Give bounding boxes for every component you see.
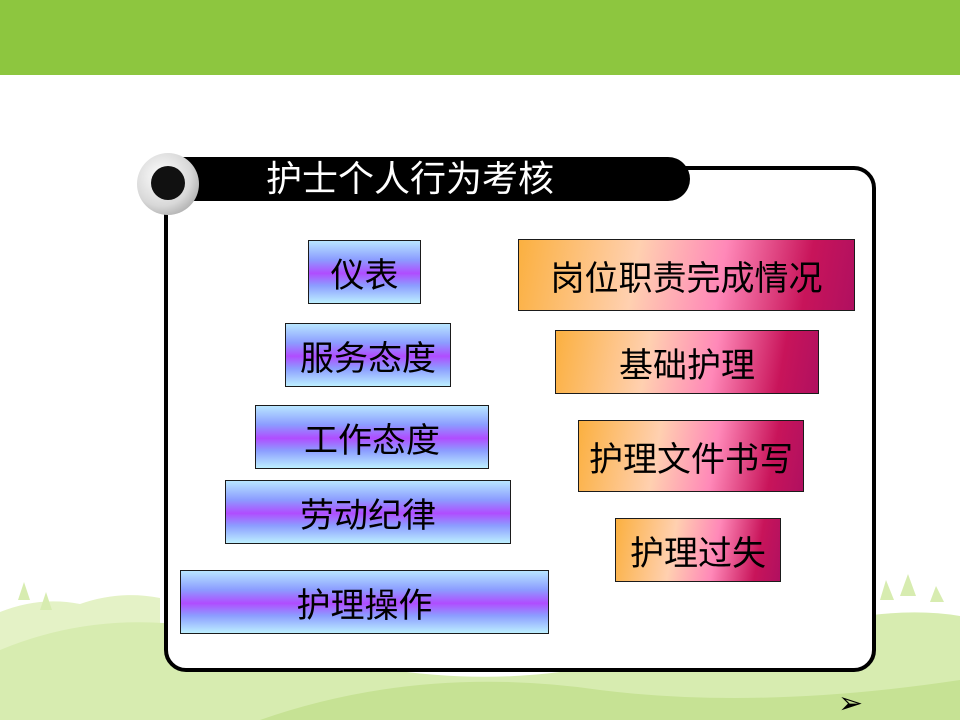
next-arrow-icon[interactable]: ➢	[838, 686, 864, 721]
item-nursing-documents: 护理文件书写	[578, 420, 804, 492]
title-bullet-center	[151, 166, 185, 200]
item-work-attitude: 工作态度	[255, 405, 489, 469]
title-bar	[160, 157, 690, 201]
item-nursing-errors: 护理过失	[615, 518, 781, 582]
item-appearance: 仪表	[308, 240, 421, 304]
item-nursing-operation: 护理操作	[180, 570, 549, 634]
top-green-band	[0, 0, 960, 75]
item-basic-nursing: 基础护理	[555, 330, 819, 394]
item-service-attitude: 服务态度	[285, 323, 451, 387]
slide-title: 护士个人行为考核	[266, 159, 555, 200]
item-duty-completion: 岗位职责完成情况	[518, 239, 855, 311]
item-labor-discipline: 劳动纪律	[225, 480, 511, 544]
